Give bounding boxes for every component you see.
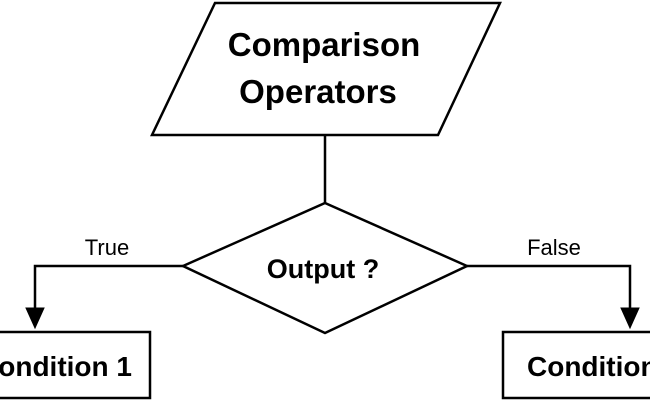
condition-1-label: Condition 1 — [0, 351, 132, 382]
true-branch-connector — [33, 264, 183, 312]
condition-2-label: Condition 2 — [527, 351, 650, 382]
decision-label: Output ? — [267, 254, 379, 284]
condition-1-box — [0, 330, 152, 400]
start-parallelogram — [150, 1, 502, 137]
false-branch-arrowhead — [620, 307, 640, 330]
start-label-line1: Comparison — [228, 26, 421, 63]
false-branch-label: False — [527, 235, 581, 260]
condition-2-box — [501, 330, 650, 400]
true-branch-arrowhead — [25, 307, 45, 330]
start-label-line2: Operators — [239, 73, 397, 110]
false-branch-connector — [467, 264, 632, 312]
true-branch-label: True — [85, 235, 129, 260]
decision-diamond — [179, 201, 471, 335]
